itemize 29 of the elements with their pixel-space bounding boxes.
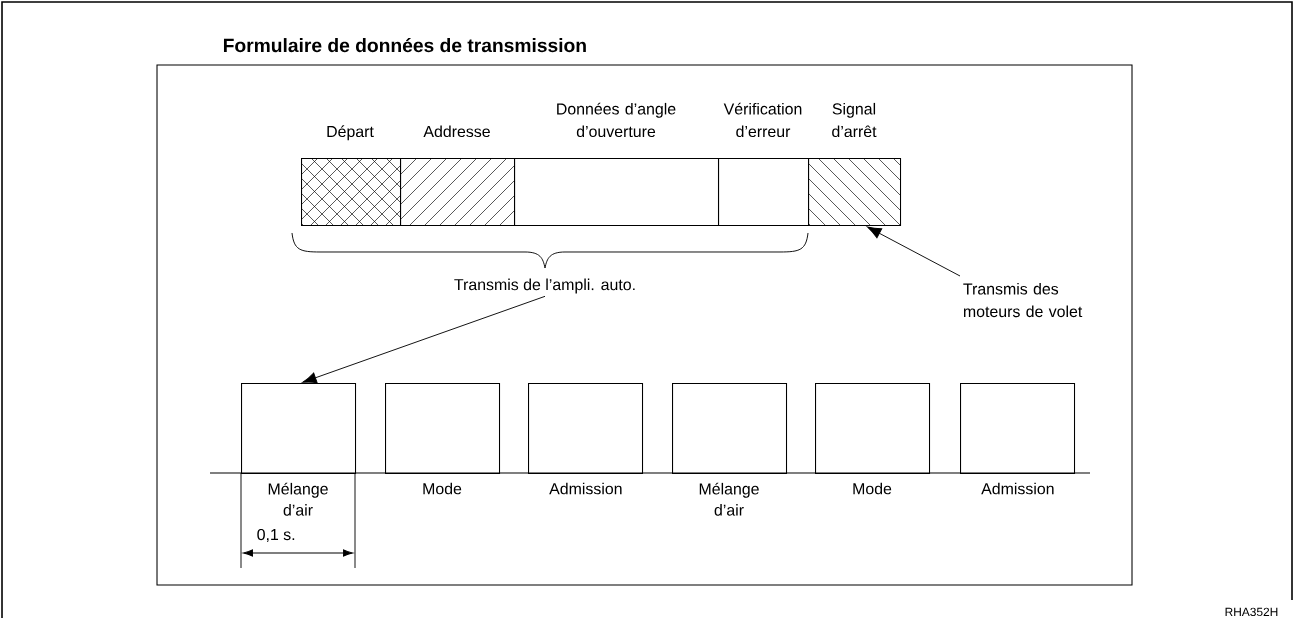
frame-segment: Addresse xyxy=(399,125,516,227)
caption-text: Transmis des moteurs de volet xyxy=(963,282,1083,318)
pulse-box: Mélange d’air xyxy=(672,383,788,516)
node-label: Admission xyxy=(981,482,1054,495)
figure-code: RHA352H xyxy=(1225,607,1278,617)
dimension-label: 0,1 s. xyxy=(257,528,295,543)
frame-segment: Signal d’arrêt xyxy=(807,102,902,227)
node-label: Mélange d’air xyxy=(699,482,759,516)
pulse-box: Mélange d’air xyxy=(241,383,357,516)
node-label: Mode xyxy=(853,482,892,495)
node-label: Addresse xyxy=(423,125,490,138)
node-label: Données d’angle d’ouverture xyxy=(557,102,676,138)
node-label: Vérification d’erreur xyxy=(723,102,802,138)
node-label: Signal d’arrêt xyxy=(832,102,877,138)
arrow xyxy=(866,226,961,277)
node-label: Mélange d’air xyxy=(268,482,328,516)
node-label: Mode xyxy=(423,482,462,495)
title: Formulaire de données de transmission xyxy=(224,37,586,53)
node-label: Admission xyxy=(549,482,622,495)
frame-segment: Départ xyxy=(300,125,402,227)
pulse-box: Admission xyxy=(960,383,1076,495)
pulse-box: Mode xyxy=(815,383,931,495)
arrow xyxy=(302,295,546,384)
node-label: Départ xyxy=(327,125,374,141)
caption-text: Transmis de l’ampli. auto. xyxy=(454,278,635,294)
frame-segment: Vérification d’erreur xyxy=(718,102,810,227)
frame-segment: Données d’angle d’ouverture xyxy=(514,102,720,227)
pulse-box: Admission xyxy=(528,383,644,495)
pulse-box: Mode xyxy=(385,383,501,495)
